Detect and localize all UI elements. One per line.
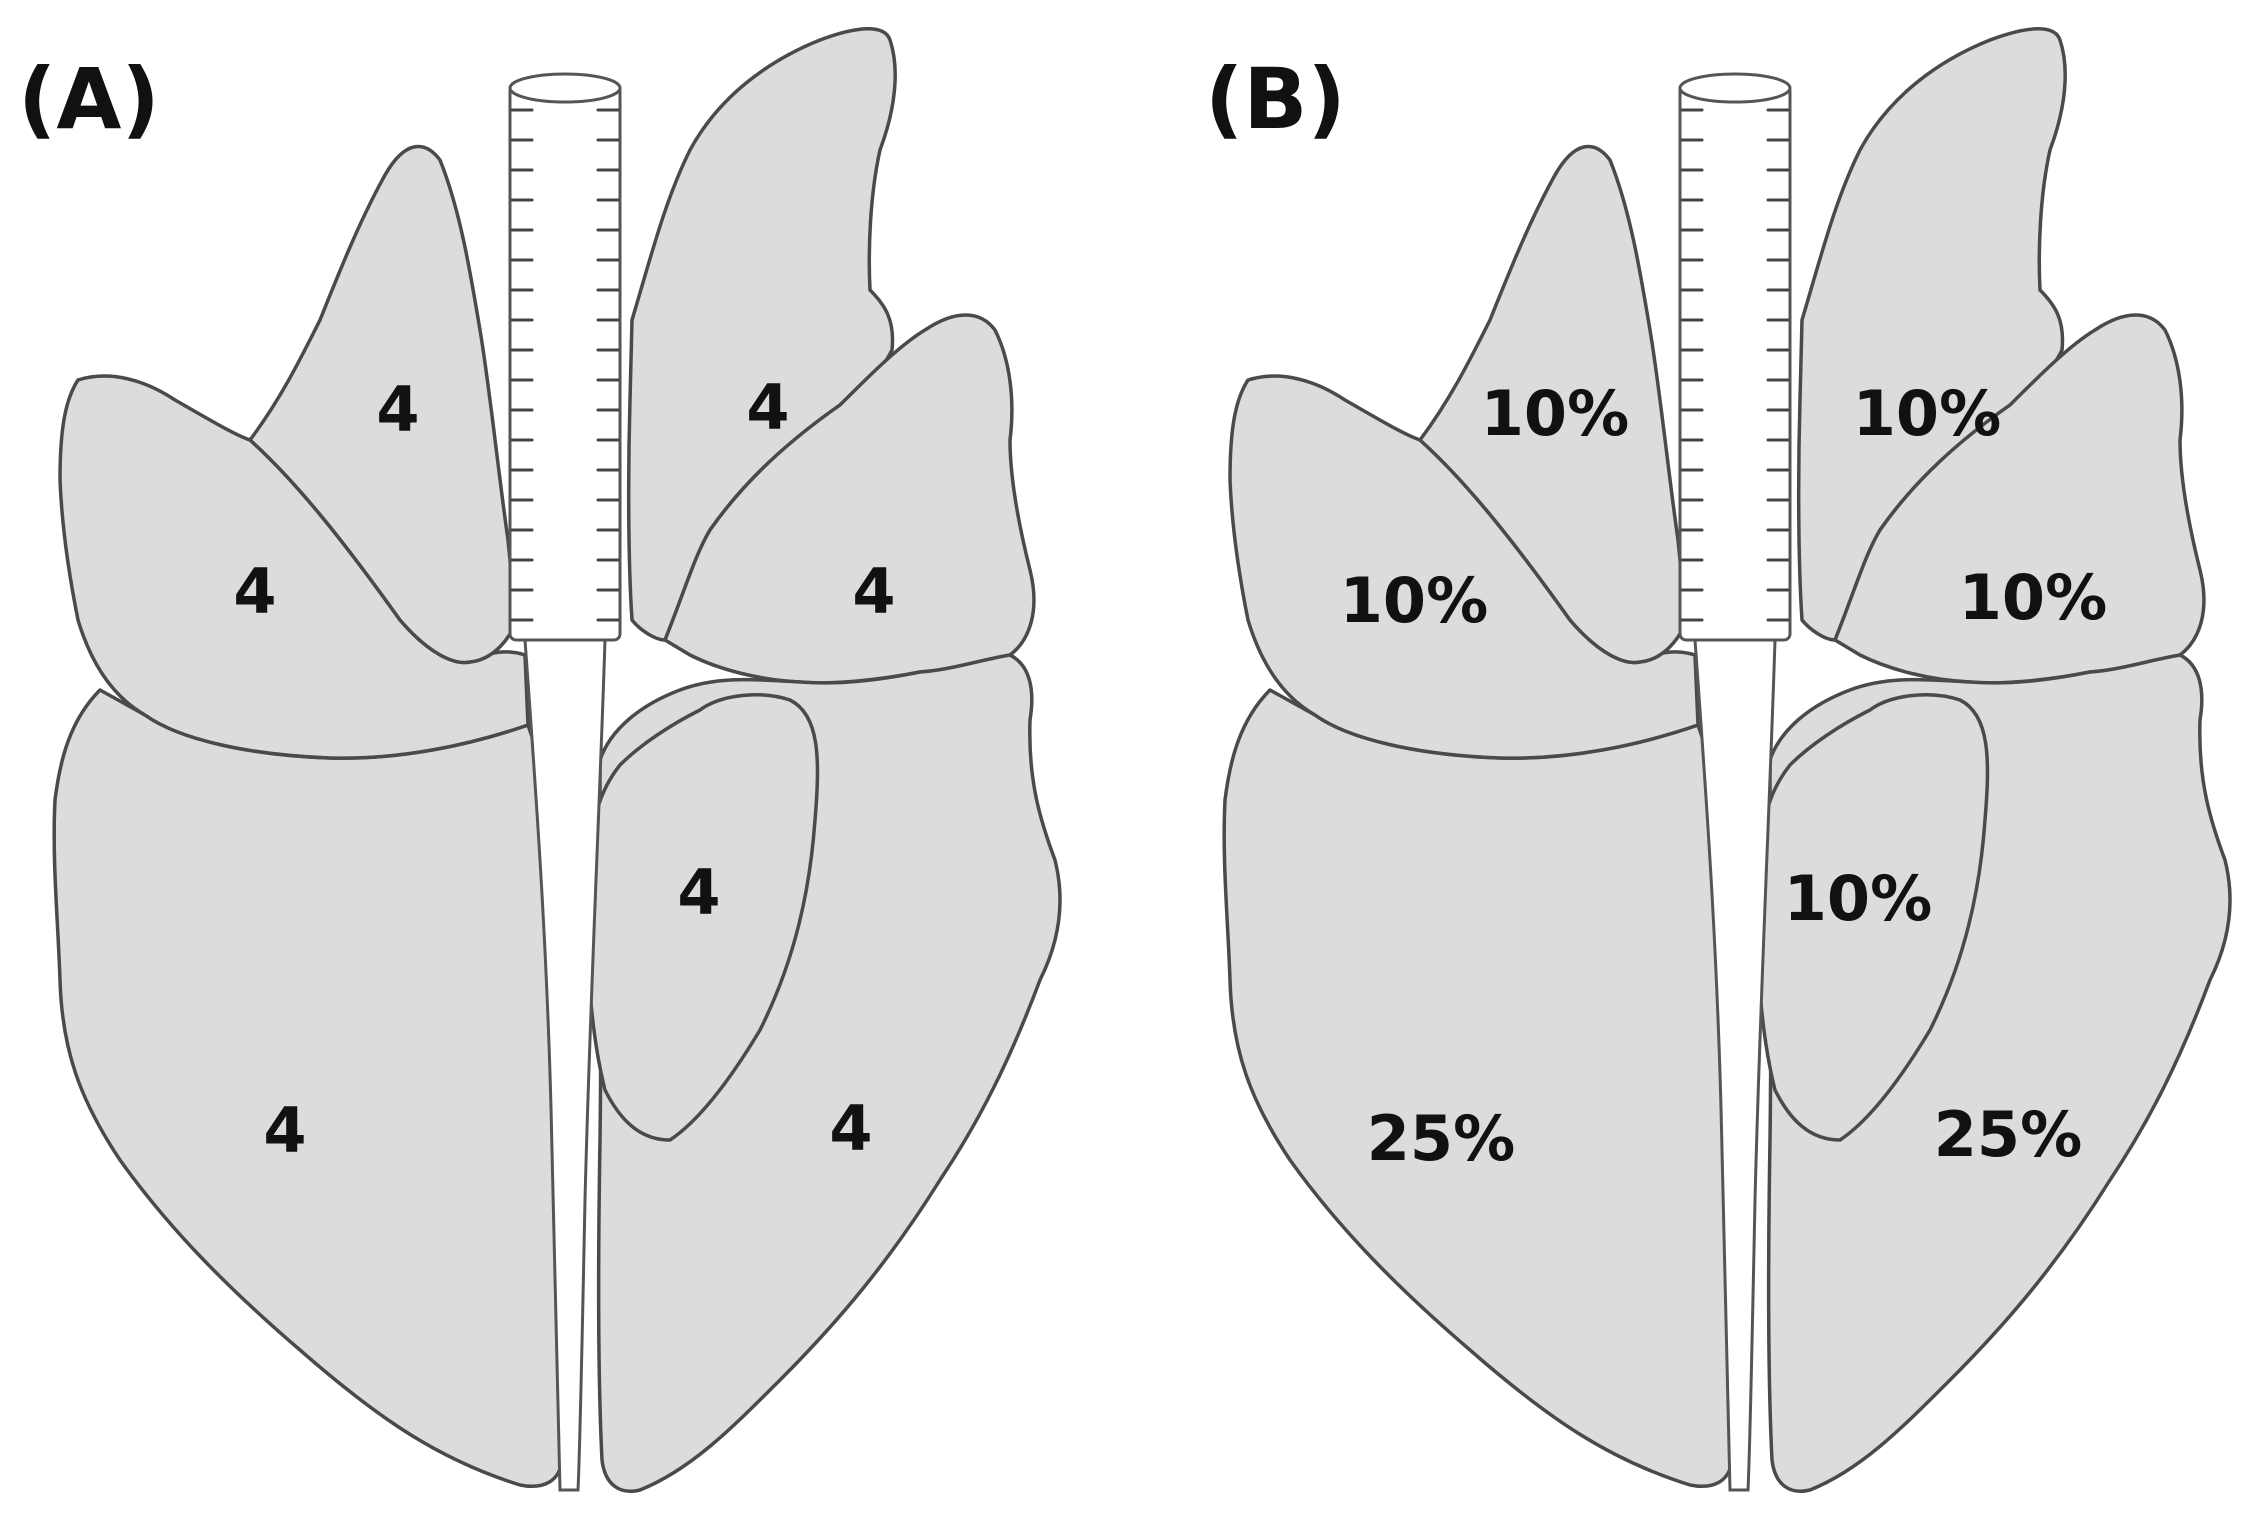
lobe-value-left-cranial-caudal: 10% — [1340, 564, 1488, 637]
lobe-value-left-cranial-cranial: 10% — [1481, 377, 1629, 450]
lobe-value-right-cranial: 4 — [746, 371, 789, 444]
lobe-value-right-caudal: 25% — [1934, 1098, 2082, 1171]
lobe-value-right-cranial: 10% — [1853, 377, 2001, 450]
lobe-value-left-cranial-caudal: 4 — [233, 555, 276, 628]
lobe-value-left-caudal: 4 — [263, 1094, 306, 1167]
lobe-value-right-middle: 4 — [852, 555, 895, 628]
panel-b: (B) 10% 10% 10% 10% 10% 25% 25% — [1205, 27, 2232, 1493]
lobe-value-accessory: 4 — [677, 856, 720, 929]
lobe-value-left-caudal: 25% — [1367, 1102, 1515, 1175]
panel-a-label: (A) — [18, 50, 160, 148]
panel-a: (A) 4 4 4 4 4 4 4 — [18, 27, 1062, 1493]
lobe-value-accessory: 10% — [1784, 862, 1932, 935]
lobe-value-right-caudal: 4 — [829, 1092, 872, 1165]
lobe-value-left-cranial-cranial: 4 — [376, 373, 419, 446]
lung-drawing-a — [52, 27, 1062, 1493]
lobe-value-right-middle: 10% — [1959, 561, 2107, 634]
lung-drawing-b — [1222, 27, 2232, 1493]
panel-b-label: (B) — [1205, 50, 1346, 148]
